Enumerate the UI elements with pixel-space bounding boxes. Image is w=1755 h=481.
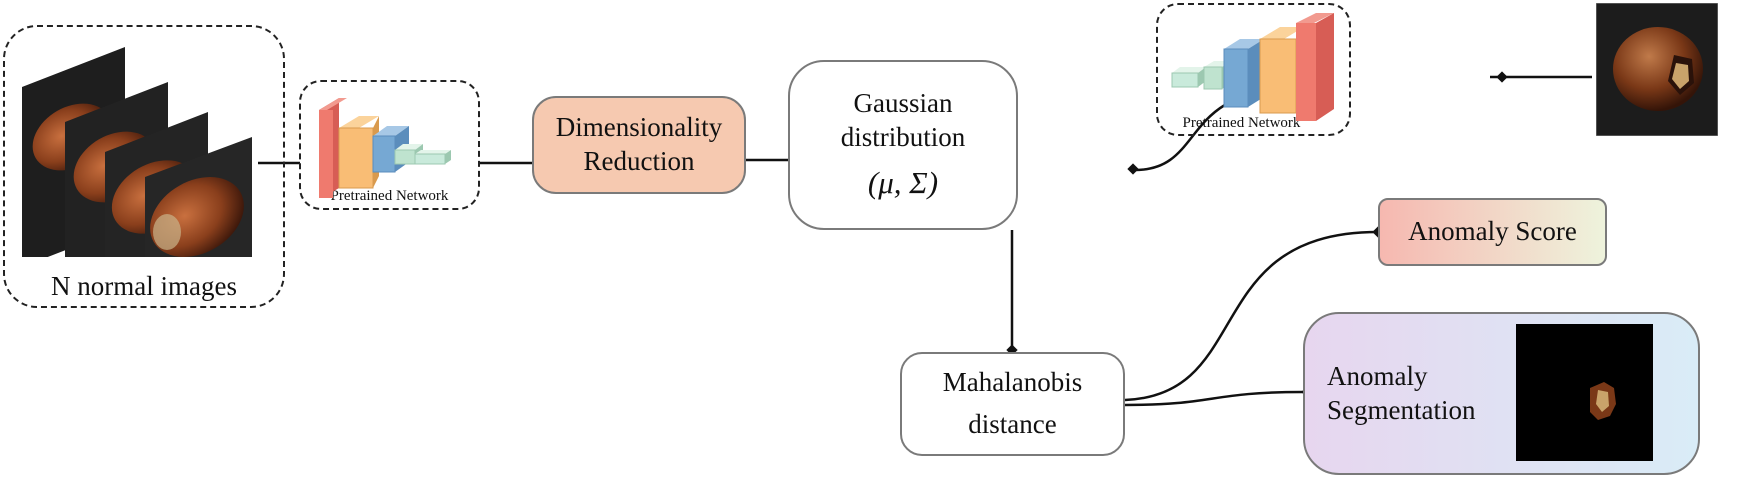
anomaly-score-label: Anomaly Score xyxy=(1408,216,1577,247)
image-layer-4 xyxy=(145,137,252,257)
defective-hazelnut-image xyxy=(1596,3,1718,136)
pretrained-network-right-label: Pretrained Network xyxy=(1182,115,1301,131)
mahalanobis-distance-box: Mahalanobis distance xyxy=(900,352,1125,456)
gaussian-line-1: Gaussian xyxy=(853,87,953,118)
gaussian-distribution-box: Gaussian distribution (μ, Σ) xyxy=(788,60,1018,230)
gaussian-line-2: distribution xyxy=(840,121,966,152)
dimensionality-reduction-line-1: Dimensionality xyxy=(555,112,723,143)
normal-images-box: N normal images xyxy=(3,25,285,308)
cnn-layers-icon xyxy=(319,98,451,198)
anomaly-segmentation-line-2: Segmentation xyxy=(1327,394,1476,425)
anomaly-score-box: Anomaly Score xyxy=(1378,198,1607,266)
dimensionality-reduction-line-2: Reduction xyxy=(583,146,695,176)
dimensionality-reduction-box: Dimensionality Reduction xyxy=(532,96,746,194)
pretrained-network-right: Pretrained Network xyxy=(1156,3,1351,136)
pretrained-network-left: Pretrained Network xyxy=(299,80,480,210)
pretrained-network-left-label: Pretrained Network xyxy=(330,188,449,204)
hazelnut-image-stack xyxy=(22,47,252,257)
joint-5 xyxy=(1496,71,1508,83)
mahalanobis-line-2: distance xyxy=(968,409,1057,439)
joint-4 xyxy=(1127,163,1139,175)
anomaly-segmentation-box: Anomaly Segmentation xyxy=(1303,312,1700,475)
gaussian-params: (μ, Σ) xyxy=(867,165,939,201)
mahalanobis-line-1: Mahalanobis xyxy=(942,367,1083,398)
segmentation-mask-image xyxy=(1516,324,1653,461)
anomaly-segmentation-line-1: Anomaly xyxy=(1327,360,1428,391)
cnn-layers-icon xyxy=(1171,13,1334,121)
normal-images-label: N normal images xyxy=(45,270,243,304)
